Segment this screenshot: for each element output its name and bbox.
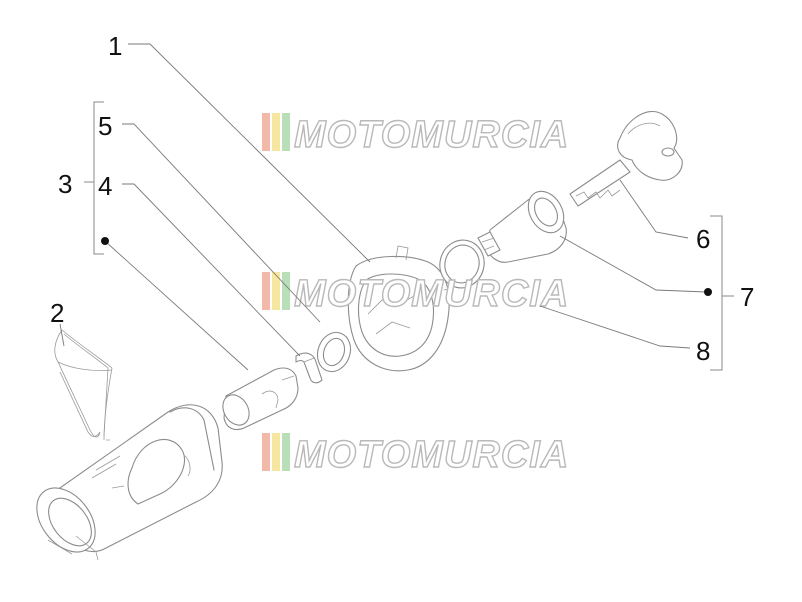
- watermark-stripe: [262, 433, 270, 471]
- watermark-bottom: MOTOMURCIA: [262, 433, 569, 477]
- leader-6: [619, 179, 689, 239]
- part-lock-bushing: [222, 367, 299, 431]
- watermark-stripe: [272, 272, 280, 310]
- watermark-top: MOTOMURCIA: [262, 113, 569, 157]
- leader-1: [128, 43, 371, 263]
- watermark-text: MOTOMURCIA: [294, 114, 569, 156]
- dot-left: [101, 237, 109, 245]
- leader-2: [59, 323, 65, 347]
- leader-8: [539, 305, 691, 349]
- watermark-text: MOTOMURCIA: [294, 434, 569, 476]
- part-switch-housing: [36, 404, 223, 561]
- callout-7: 7: [740, 282, 754, 312]
- leader-4: [122, 183, 301, 357]
- watermark-stripe: [272, 433, 280, 471]
- part-5-o-ring: [316, 331, 352, 373]
- watermark-middle: MOTOMURCIA: [262, 272, 569, 316]
- watermark-stripe: [272, 113, 280, 151]
- watermark-text: MOTOMURCIA: [294, 273, 569, 315]
- part-8-washer: [439, 239, 485, 289]
- watermark-stripe: [282, 272, 290, 310]
- leader-dot-right: [559, 235, 707, 293]
- callout-3: 3: [58, 169, 72, 199]
- callout-8: 8: [696, 336, 710, 366]
- watermark-stripe: [282, 433, 290, 471]
- part-1-lock-housing: [345, 245, 453, 372]
- bracket-left: [93, 101, 104, 255]
- part-lock-cylinder: [477, 190, 567, 263]
- part-4-spring-clip: [295, 352, 323, 384]
- leader-lines: [59, 43, 707, 371]
- part-2-clip: [54, 329, 113, 441]
- watermark-stripe: [282, 113, 290, 151]
- callout-1: 1: [108, 31, 122, 61]
- leader-dot-left: [105, 241, 249, 371]
- callout-5: 5: [98, 111, 112, 141]
- callout-6: 6: [696, 224, 710, 254]
- watermark-stripe: [262, 113, 270, 151]
- dot-right: [704, 288, 712, 296]
- watermark-stripe: [262, 272, 270, 310]
- part-6-key: [569, 111, 683, 207]
- bracket-right: [710, 215, 723, 371]
- callout-4: 4: [98, 171, 112, 201]
- callout-2: 2: [50, 298, 64, 328]
- leader-5: [122, 123, 321, 323]
